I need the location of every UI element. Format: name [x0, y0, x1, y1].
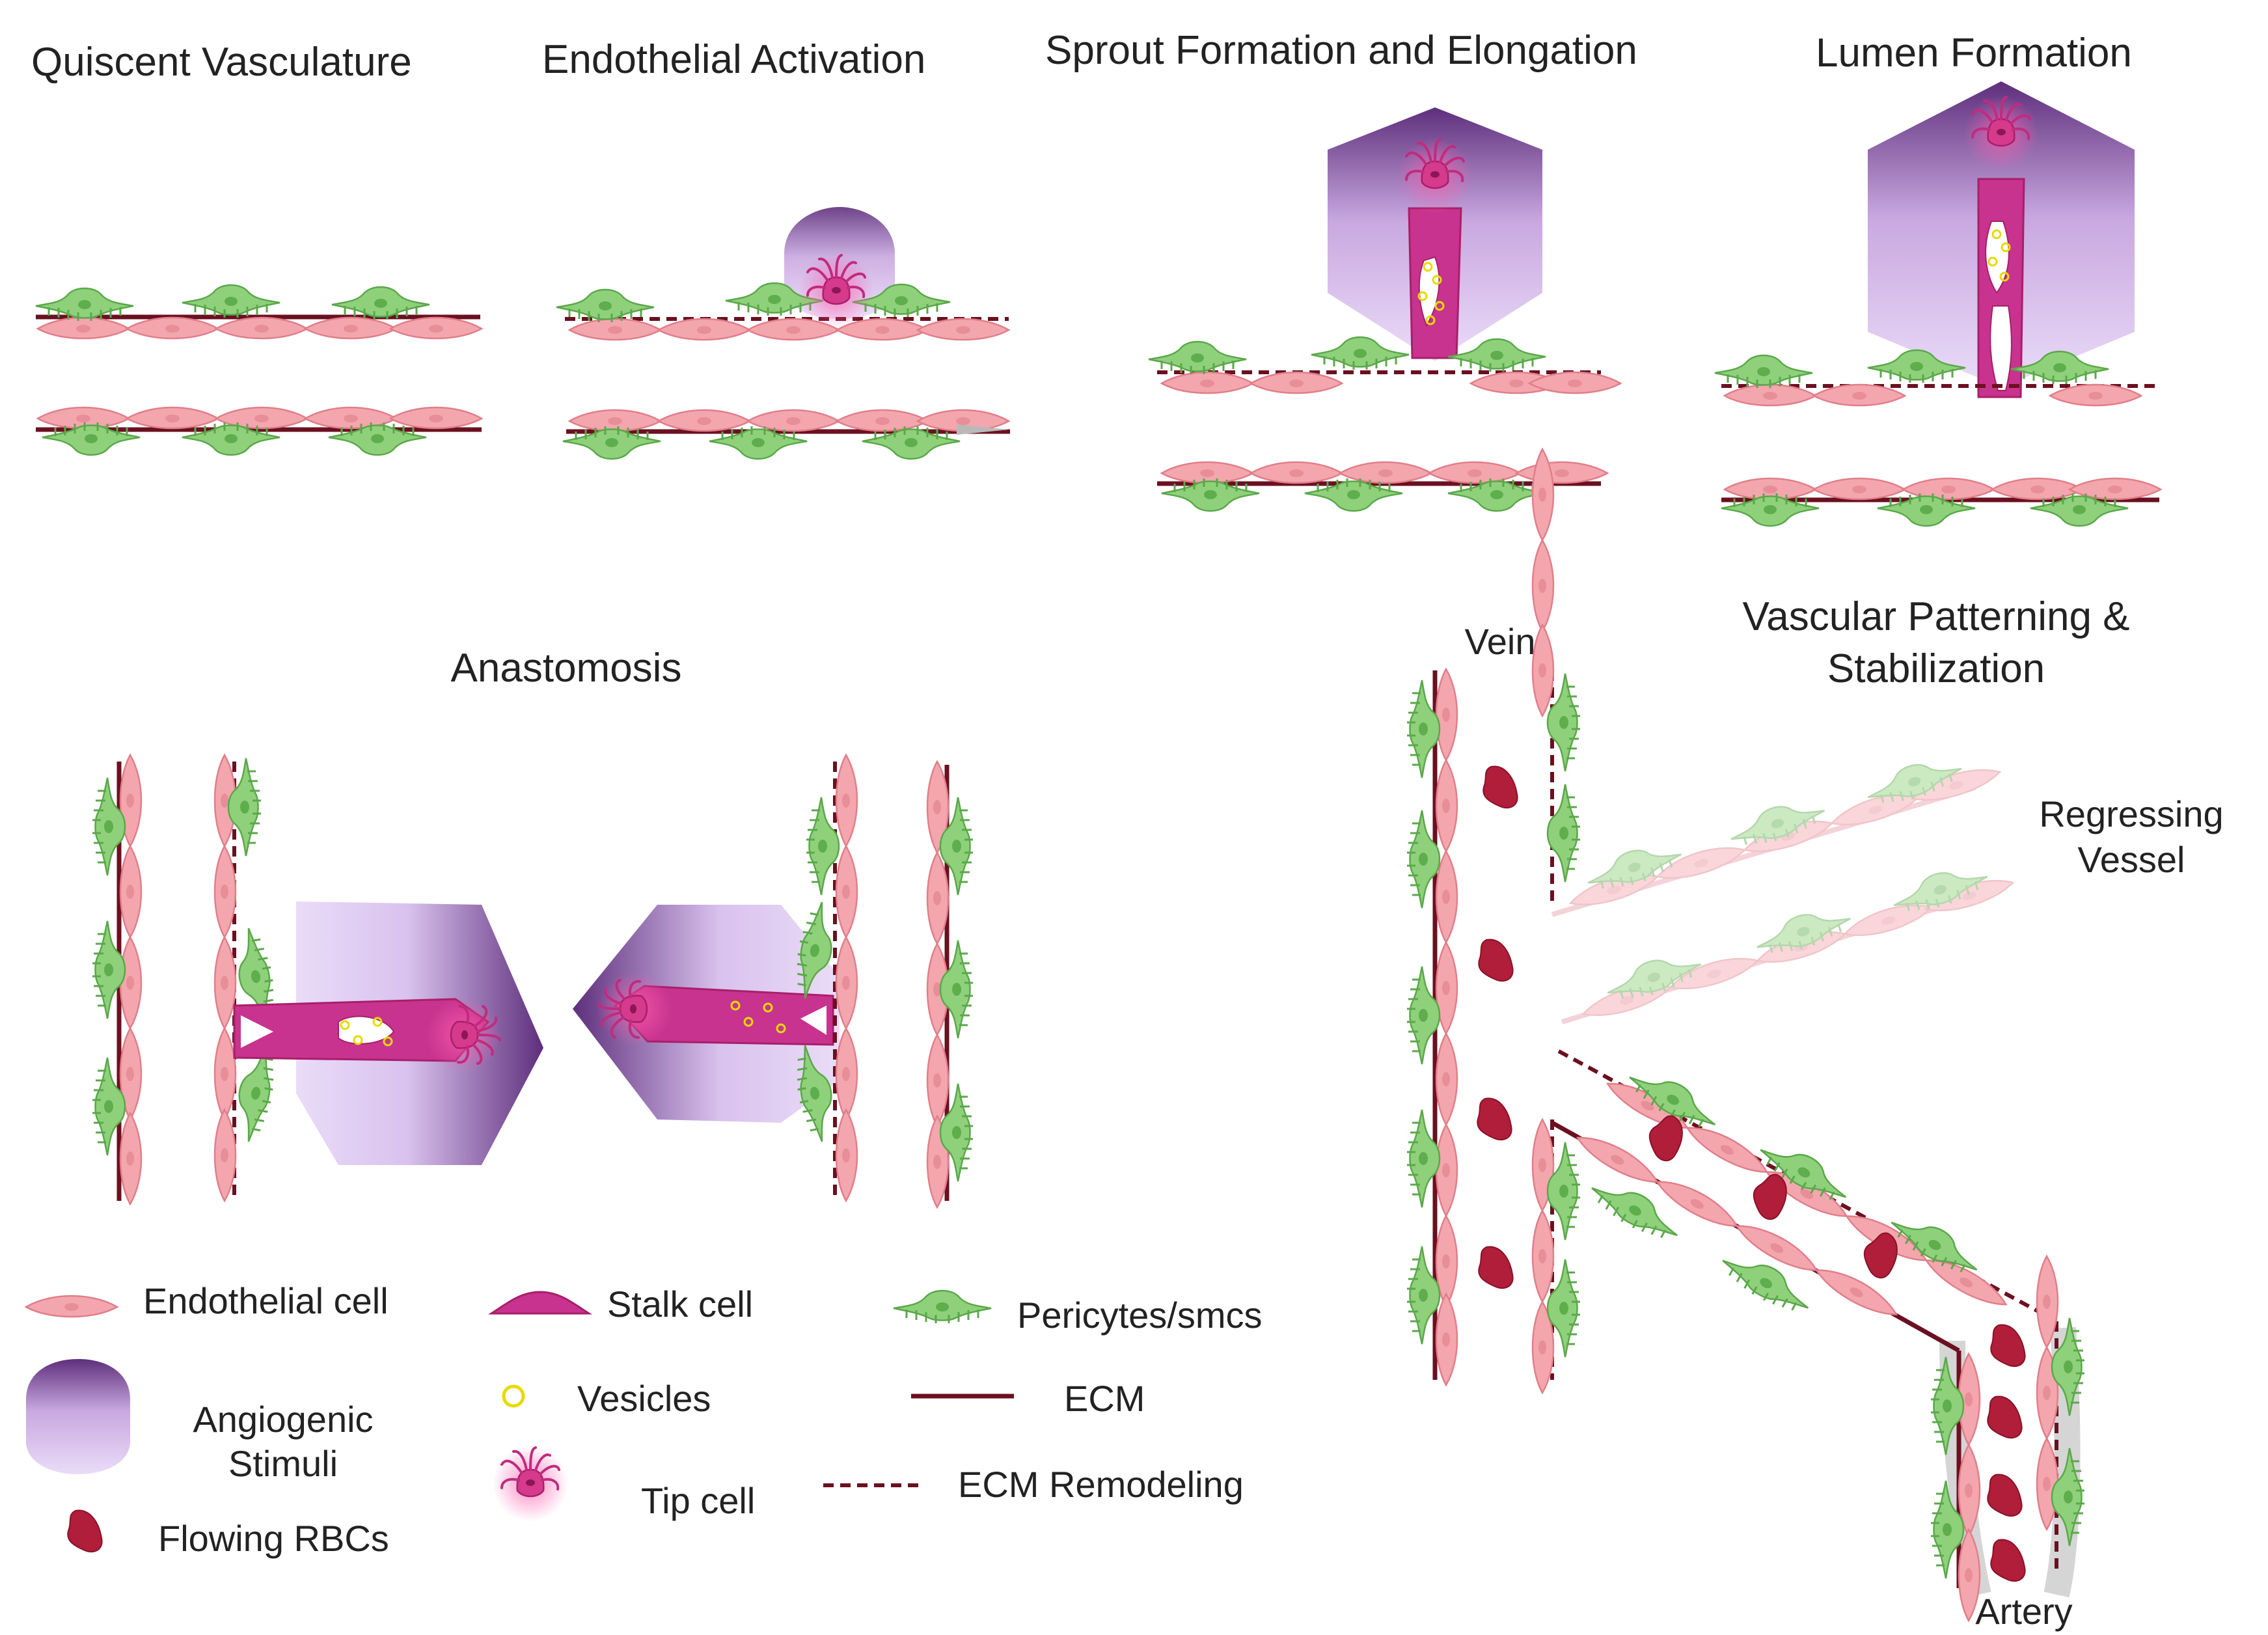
- sprout-diagram: [1147, 107, 1622, 512]
- legend-endothelial-swatch: [25, 1295, 118, 1318]
- legend-pericyte-label: Pericytes/smcs: [1017, 1295, 1263, 1336]
- legend-rbc-label: Flowing RBCs: [158, 1518, 389, 1559]
- title-lumen-formation: Lumen Formation: [1816, 31, 2132, 76]
- title-quiescent-vasculature: Quiscent Vasculature: [31, 40, 412, 85]
- legend-tip-label: Tip cell: [641, 1480, 755, 1521]
- title-sprout-formation: Sprout Formation and Elongation: [1045, 28, 1637, 73]
- legend-rbc-swatch: [67, 1509, 103, 1553]
- label-vein: Vein: [1465, 621, 1536, 662]
- legend: Endothelial cell Stalk cell Pericytes/sm…: [25, 1280, 1263, 1559]
- legend-ecm-remodeling-label: ECM Remodeling: [958, 1464, 1244, 1505]
- label-artery: Artery: [1975, 1591, 2072, 1632]
- lumen-diagram: [1714, 81, 2162, 527]
- activation-diagram: [555, 207, 1010, 460]
- patterning-diagram: [1406, 448, 2086, 1622]
- legend-vesicle-swatch: [502, 1384, 525, 1408]
- title-vascular-patterning: Vascular Patterning &: [1742, 594, 2129, 639]
- legend-stalk-label: Stalk cell: [607, 1284, 753, 1325]
- legend-endothelial-label: Endothelial cell: [143, 1280, 389, 1321]
- legend-stalk-swatch: [487, 1291, 593, 1315]
- legend-stimuli-label-1: Angiogenic: [193, 1399, 373, 1440]
- legend-stimuli-label-2: Stimuli: [228, 1443, 338, 1484]
- legend-vesicle-label: Vesicles: [577, 1378, 711, 1419]
- label-regressing: Regressing: [2039, 793, 2223, 834]
- title-anastomosis: Anastomosis: [451, 646, 682, 691]
- anastomosis-diagram: [91, 754, 974, 1209]
- legend-stimuli-swatch: [26, 1359, 130, 1474]
- quiescent-vessel-diagram: [34, 284, 483, 456]
- legend-ecm-label: ECM: [1064, 1378, 1145, 1419]
- legend-pericyte-swatch: [892, 1289, 992, 1325]
- title-stabilization: Stabilization: [1827, 646, 2045, 691]
- title-endothelial-activation: Endothelial Activation: [542, 37, 925, 82]
- label-vessel: Vessel: [2078, 839, 2185, 880]
- legend-tip-swatch: [491, 1445, 569, 1523]
